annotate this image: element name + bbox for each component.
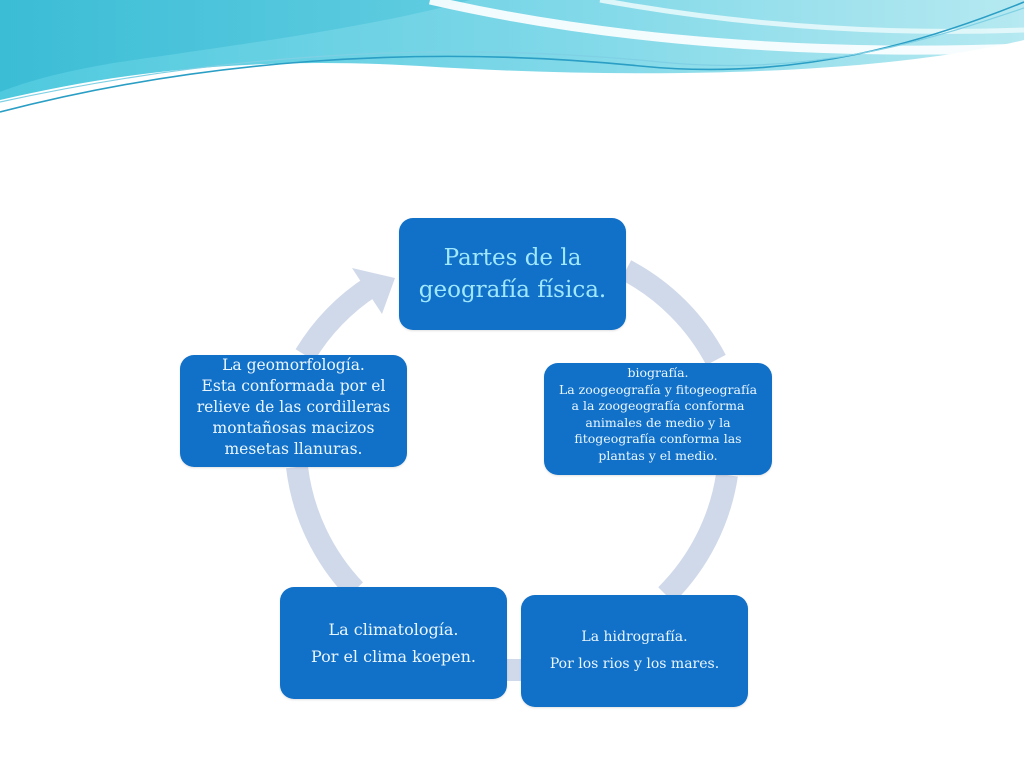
node-biografia-line-1: biografía.	[627, 365, 689, 380]
node-biografia-line-3: a la zoogeografía conforma	[571, 398, 745, 413]
node-geomorfologia-line-3: relieve de las cordilleras	[196, 398, 391, 416]
node-geomorfologia-line-2: Esta conformada por el	[201, 377, 386, 395]
node-geomorfologia: La geomorfología. Esta conformada por el…	[180, 355, 407, 467]
node-biografia-line-5: fitogeografía conforma las	[574, 431, 742, 446]
node-biografia-line-6: plantas y el medio.	[598, 447, 718, 463]
node-geomorfologia-line-1: La geomorfología.	[222, 356, 365, 374]
node-hidrografia-line-1: La hidrografía.	[581, 629, 688, 645]
node-climatologia-line-1: La climatología.	[328, 620, 459, 639]
node-main-line-2: geografía física.	[418, 277, 607, 303]
node-geomorfologia-line-4: montañosas macizos	[212, 419, 375, 437]
node-geomorfologia-line-5: mesetas llanuras.	[224, 440, 363, 458]
node-climatologia-line-2: Por el clima koepen.	[310, 647, 477, 666]
node-biografia-line-4: animales de medio y la	[585, 414, 731, 430]
node-climatologia: La climatología. Por el clima koepen.	[280, 587, 507, 699]
node-hidrografia: La hidrografía. Por los rios y los mares…	[521, 595, 748, 707]
node-main-line-1: Partes de la	[443, 245, 582, 271]
node-biografia-line-2: La zoogeografía y fitogeografía	[558, 381, 758, 397]
node-biografia: biografía. La zoogeografía y fitogeograf…	[544, 363, 772, 475]
header-waves-decoration	[0, 0, 1024, 113]
node-partes-geografia-fisica: Partes de la geografía física.	[399, 218, 626, 330]
node-hidrografia-line-2: Por los rios y los mares.	[549, 656, 720, 672]
cycle-arrowhead	[352, 268, 395, 314]
